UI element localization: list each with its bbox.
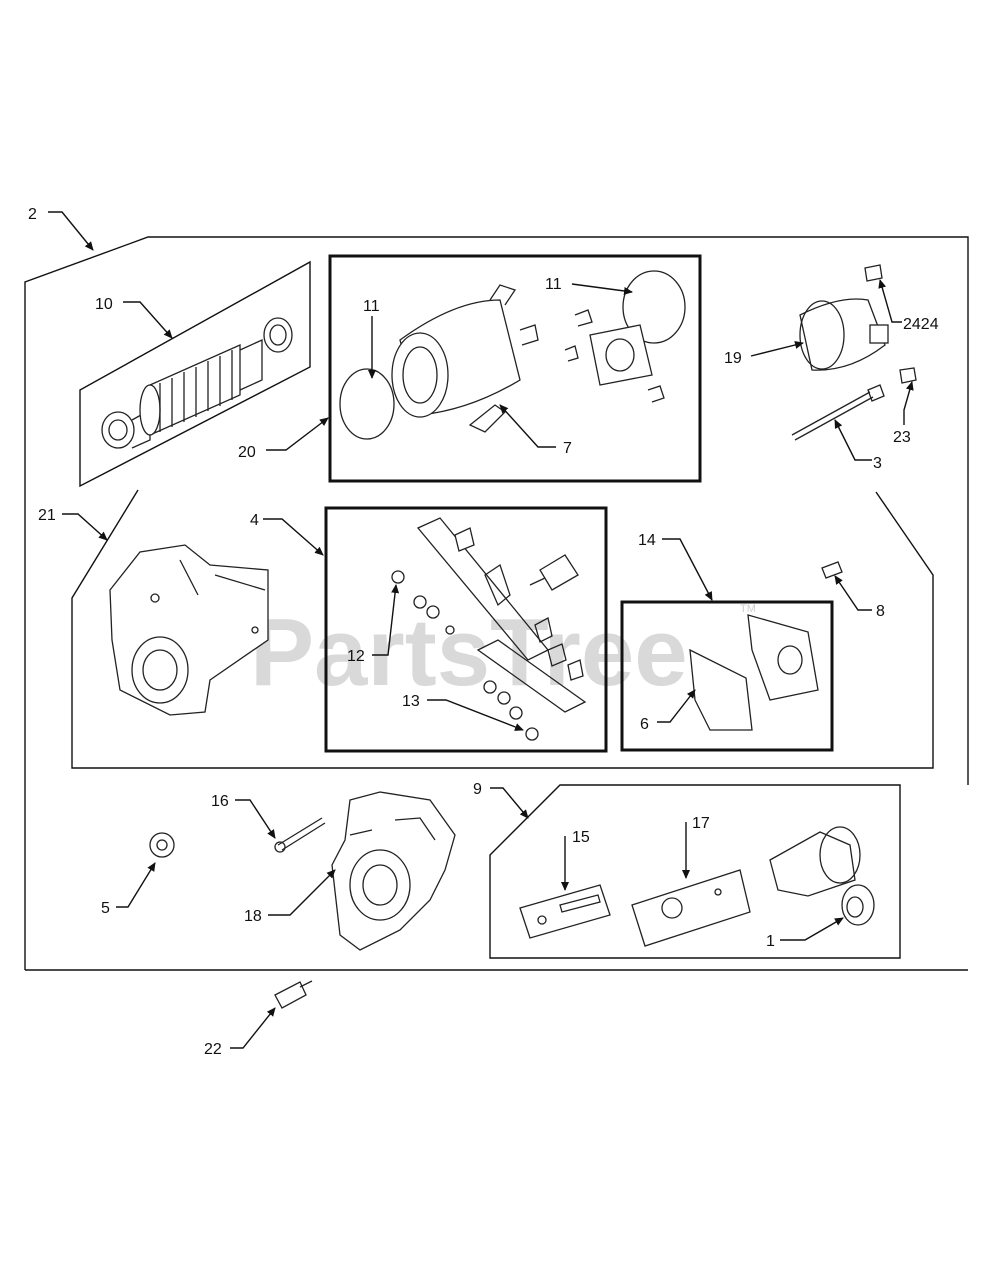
callout-10: 10: [95, 296, 113, 313]
callout-22: 22: [204, 1041, 222, 1058]
bolt-16: [277, 817, 326, 851]
nut-5: [149, 832, 175, 858]
callout-2: 2: [28, 206, 37, 223]
callout-17: 17: [692, 815, 710, 832]
brush-holder-panel: [324, 506, 608, 753]
front-housing: [331, 791, 456, 951]
callout-11-left: 11: [363, 298, 380, 315]
bolt-16-head: [274, 841, 286, 853]
callout-21: 21: [38, 507, 56, 524]
callout-12: 12: [347, 648, 365, 665]
callout-13: 13: [402, 693, 420, 710]
watermark-tm: TM: [740, 603, 756, 615]
housing-outline: [71, 489, 934, 769]
assembly-outline: [24, 236, 969, 971]
callout-19: 19: [724, 350, 742, 367]
callout-7: 7: [563, 440, 572, 457]
end-cover-parts: [791, 264, 917, 441]
callout-1: 1: [766, 933, 775, 950]
callout-6: 6: [640, 716, 649, 733]
screw-22: [274, 980, 313, 1009]
leader-lines: [48, 211, 914, 1049]
callout-20: 20: [238, 444, 256, 461]
callout-11-right: 11: [545, 276, 562, 293]
drive-housing: [109, 544, 269, 716]
armature-panel: [79, 260, 311, 488]
callout-16: 16: [211, 793, 229, 810]
callout-5: 5: [101, 900, 110, 917]
callout-4: 4: [250, 512, 259, 529]
callout-18: 18: [244, 908, 262, 925]
callout-14: 14: [638, 532, 656, 549]
callout-labels: 2 10 11 11 20 7 19 2424 23 3 21 4 12 13 …: [28, 206, 939, 1058]
callout-23: 23: [893, 429, 911, 446]
callout-8: 8: [876, 603, 885, 620]
watermark: PartsTree: [250, 599, 688, 706]
bolt-8: [821, 561, 843, 579]
callout-9: 9: [473, 781, 482, 798]
callout-3: 3: [873, 455, 882, 472]
callout-15: 15: [572, 829, 590, 846]
field-coil-panel: [328, 254, 702, 483]
callout-24: 2424: [903, 316, 939, 333]
drive-kit-panel: [489, 784, 901, 959]
